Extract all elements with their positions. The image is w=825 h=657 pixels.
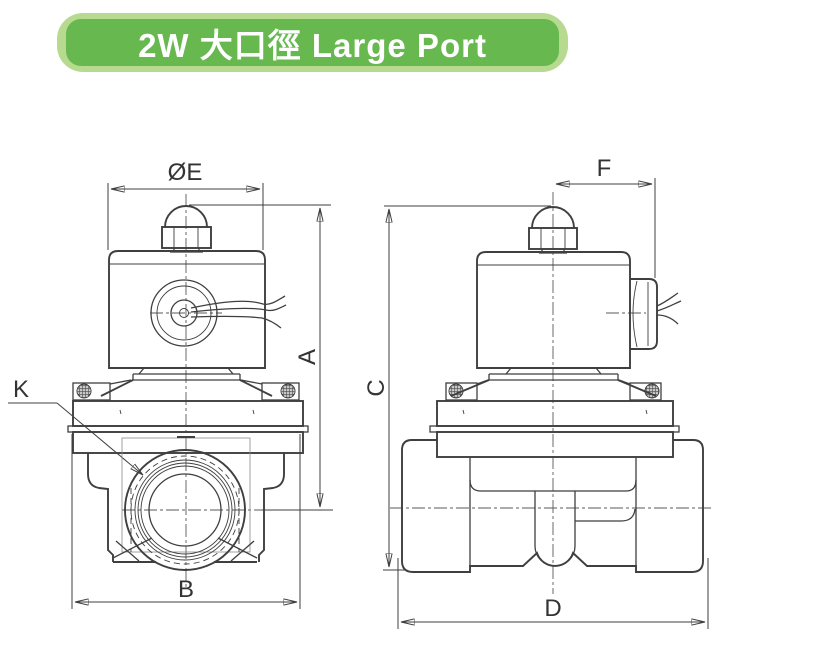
dimension-b: B [71,434,301,609]
dim-label-k: K [13,376,29,403]
dim-label-oe: ØE [168,159,203,186]
front-bonnet-flange [67,400,309,454]
side-yoke [450,367,657,397]
dim-label-a: A [294,349,321,365]
screw-hatch-left [76,383,92,399]
screw-hatch-left [448,383,464,399]
front-coil-body [108,250,287,369]
dim-label-b: B [178,576,194,603]
side-coil-body [476,251,631,369]
dimension-f: F [556,155,656,278]
side-lead-wires [656,292,682,325]
title-banner-inner: 2W 大口徑 Large Port [66,19,559,66]
side-valve-body [401,439,704,573]
dimension-c: C [363,205,551,571]
front-valve-body [87,436,285,563]
screw-hatch-right [280,383,296,399]
side-body-internals [469,457,637,567]
port-callout-k: K [8,376,143,475]
page-title: 2W 大口徑 Large Port [138,26,487,64]
front-threaded-port [124,449,246,571]
side-bonnet-flange [429,400,680,458]
side-cable-connector [630,278,682,350]
dimension-a: A [189,204,333,511]
dim-label-f: F [597,155,612,182]
dim-label-d: D [544,595,561,622]
side-mounting-screws [445,382,662,401]
front-yoke [100,367,273,397]
front-mounting-screws [72,382,300,401]
screw-hatch-right [644,383,660,399]
title-banner: 2W 大口徑 Large Port [57,13,568,72]
front-view-drawing: ØE A B K [8,159,333,609]
dimension-oe: ØE [107,159,264,250]
dimension-d: D [397,558,709,629]
side-view-drawing: F C D [363,155,714,629]
side-dome-nut [528,206,578,254]
dim-label-c: C [363,379,390,396]
front-dome-nut [161,205,212,253]
front-lead-wires [190,295,287,329]
